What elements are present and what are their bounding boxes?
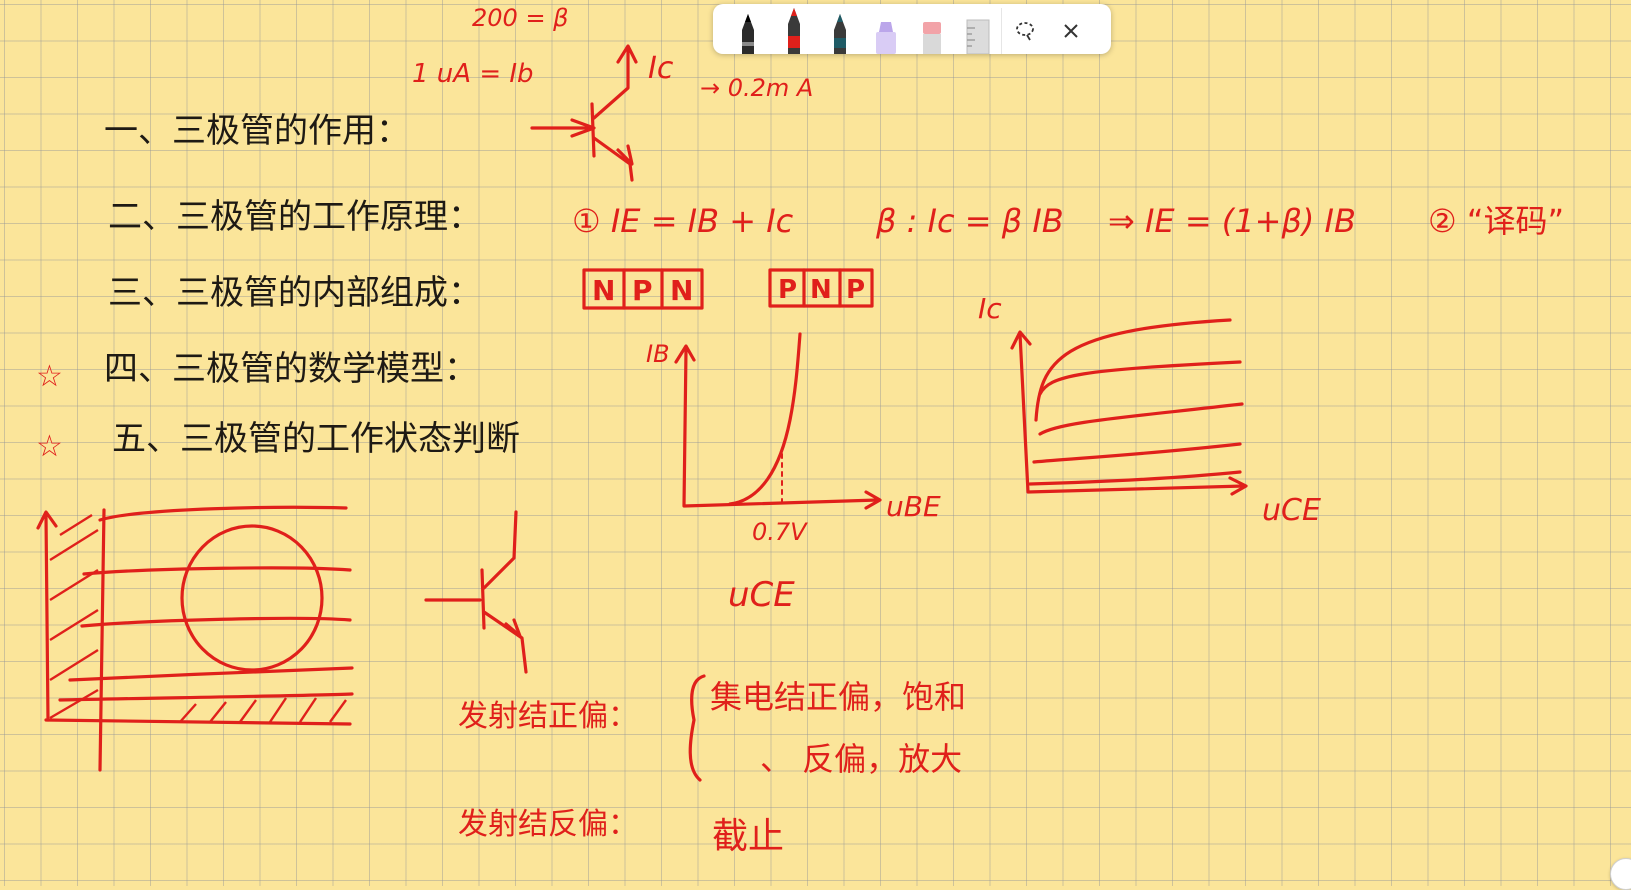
equation-ie-beta: ⇒ IE = (1+β) IB — [1108, 202, 1356, 240]
svg-text:N: N — [810, 275, 832, 305]
lasso-select-icon — [1016, 22, 1034, 41]
npn-box: N P N — [582, 268, 704, 310]
pen-toolbar — [713, 4, 1111, 54]
star-mark-1: ☆ — [36, 359, 63, 394]
cond-reverse-label: 发射结反偏： — [458, 807, 638, 842]
teal-pen-tool[interactable] — [817, 8, 863, 54]
equation-ic: β : Ic = β IB — [875, 202, 1064, 240]
svg-text:N: N — [592, 274, 615, 307]
close-toolbar-button[interactable] — [1048, 8, 1094, 54]
highlighter-tool[interactable] — [863, 8, 909, 54]
ib-note: 1 uA = Ib — [412, 59, 534, 89]
transistor-symbol-mid — [424, 510, 528, 674]
close-icon — [1064, 24, 1078, 38]
beta-note: 200 = β — [472, 4, 569, 32]
svg-text:P: P — [632, 274, 653, 307]
black-pen-tool[interactable] — [725, 8, 771, 54]
cond-forward-label: 发射结正偏： — [458, 699, 638, 734]
svg-text:P: P — [778, 275, 797, 305]
svg-text:uCE: uCE — [728, 575, 795, 615]
cond-saturation: 集电结正偏，饱和 — [710, 678, 966, 716]
heading-principle: 二、三极管的工作原理： — [108, 197, 482, 237]
red-pen-icon — [788, 8, 800, 54]
svg-text:N: N — [670, 274, 693, 307]
cond-amplify: 、 反偏，放大 — [760, 740, 962, 778]
eraser-tool[interactable] — [909, 8, 955, 54]
heading-state: 五、三极管的工作状态判断 — [112, 419, 520, 459]
pnp-box: P N P — [768, 268, 874, 308]
heading-function: 一、三极管的作用： — [104, 111, 410, 151]
svg-text:0.7V: 0.7V — [752, 518, 808, 546]
eraser-icon — [923, 22, 941, 54]
equation-ie: ① IE = IB + Ic — [572, 202, 794, 240]
transistor-symbol-top — [530, 44, 638, 182]
highlighter-icon — [876, 22, 896, 54]
brace — [688, 674, 706, 782]
svg-text:uCE: uCE — [1262, 493, 1321, 528]
heading-model: 四、三极管的数学模型： — [104, 349, 478, 389]
teal-pen-icon — [834, 14, 846, 54]
cond-cutoff: 截止 — [712, 816, 784, 857]
svg-text:IB: IB — [646, 340, 670, 368]
svg-text:uBE: uBE — [886, 490, 941, 523]
ruler-icon — [966, 19, 990, 54]
red-pen-tool[interactable] — [771, 8, 817, 54]
heading-structure: 三、三极管的内部组成： — [108, 273, 482, 313]
decode-note: ② “译码” — [1428, 202, 1564, 240]
svg-text:P: P — [846, 275, 865, 305]
region-sketch — [36, 505, 354, 772]
ic-note: Ic — [648, 51, 674, 86]
lasso-tool[interactable] — [1001, 8, 1048, 54]
svg-text:Ic: Ic — [978, 292, 1002, 325]
star-mark-2: ☆ — [36, 429, 63, 464]
black-pen-icon — [742, 14, 754, 54]
output-curve-plot: Ic uCE — [978, 292, 1321, 528]
ic-value-note: → 0.2m A — [700, 74, 813, 102]
input-curve-plot: IB uBE 0.7V uCE — [646, 332, 941, 615]
ruler-tool[interactable] — [955, 8, 1001, 54]
